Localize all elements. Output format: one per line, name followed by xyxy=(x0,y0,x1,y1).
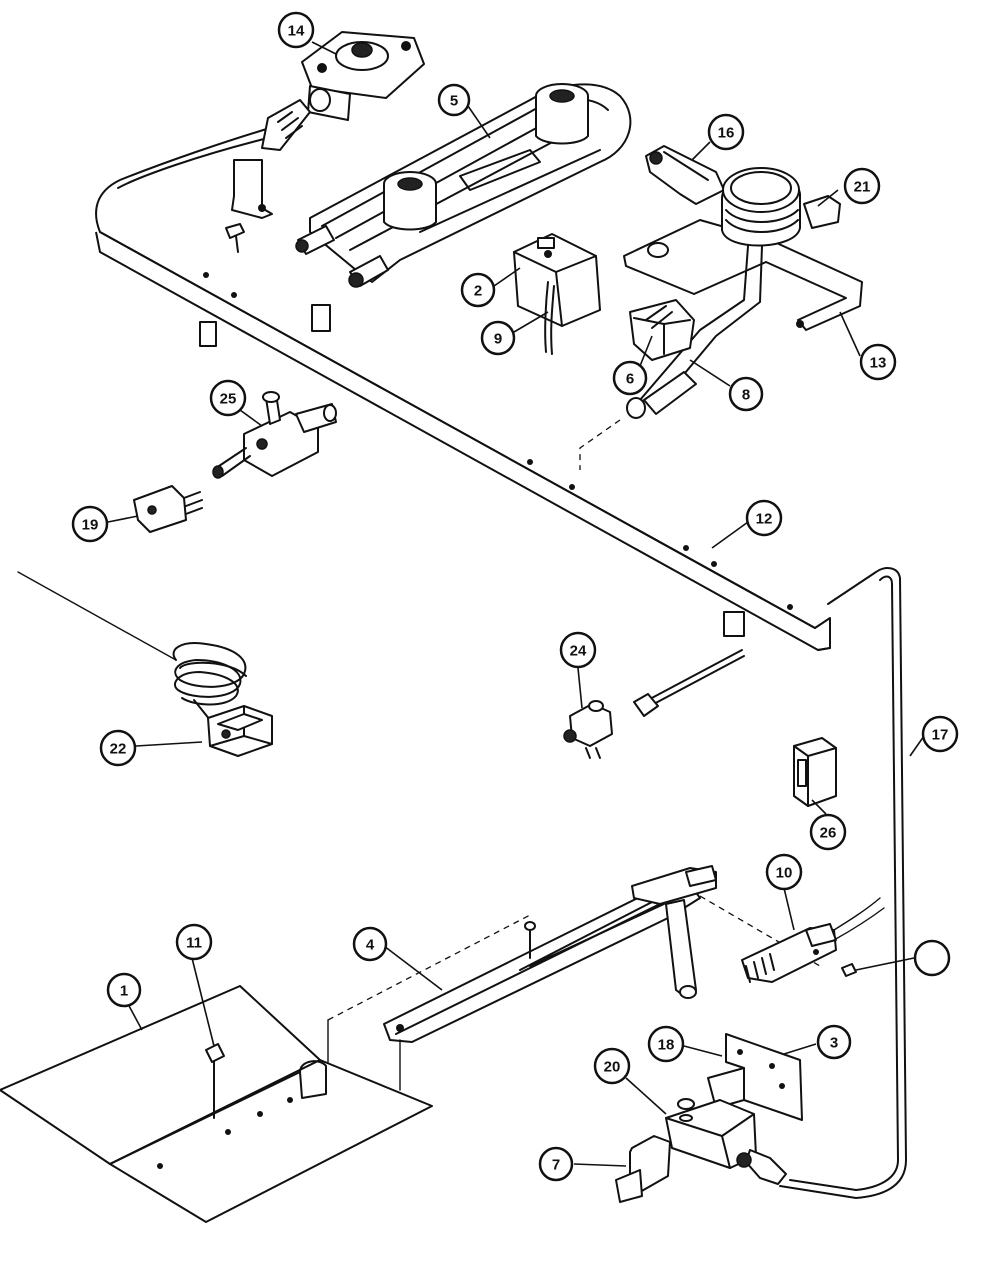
callout-21: 22 xyxy=(99,729,137,767)
callout-11: 11 xyxy=(175,923,213,961)
callout-label: 12 xyxy=(756,511,773,528)
callout-20: 21 xyxy=(843,167,881,205)
callout-12: 12 xyxy=(745,499,783,537)
callout-label: 20 xyxy=(604,1059,621,1076)
relay xyxy=(793,737,837,807)
top-burner-assembly xyxy=(295,83,632,288)
callout-label: 9 xyxy=(494,331,502,348)
callout-label: 19 xyxy=(82,517,99,534)
valve-bracket xyxy=(707,1033,803,1121)
callout-label: 18 xyxy=(658,1037,675,1054)
callout-label: 25 xyxy=(220,391,237,408)
callout-5: 5 xyxy=(437,83,471,117)
callout-label: 5 xyxy=(450,93,458,110)
spark-module xyxy=(513,233,601,355)
manifold-bracket-right xyxy=(723,611,745,637)
callout-label: 6 xyxy=(626,371,634,388)
manifold-bracket-mid xyxy=(311,304,331,332)
callout-3: 3 xyxy=(816,1024,852,1060)
oven-ignitor xyxy=(741,897,885,983)
callout-label: 24 xyxy=(570,643,587,660)
connection-line-burner xyxy=(327,913,533,1021)
callout-label: 16 xyxy=(718,125,735,142)
callout-18: 18 xyxy=(647,1025,685,1063)
callout-label: 17 xyxy=(932,727,949,744)
callout-17: 17 xyxy=(921,715,959,753)
callout-26 xyxy=(913,939,951,977)
callout-label: 22 xyxy=(110,741,127,758)
ignitor-screw xyxy=(841,963,857,977)
callout-8: 8 xyxy=(728,376,764,412)
callout-19: 19 xyxy=(71,505,109,543)
callout-14: 14 xyxy=(277,11,315,49)
broiler-baffle xyxy=(0,985,433,1223)
manifold-clip xyxy=(231,159,273,219)
screw xyxy=(225,223,245,253)
connection-line-regulator xyxy=(579,419,621,470)
leader-lines xyxy=(107,41,925,1167)
callout-23: 24 xyxy=(559,631,597,669)
callout-label: 13 xyxy=(870,355,887,372)
callout-label: 1 xyxy=(120,983,128,1000)
callout-label: 7 xyxy=(552,1157,560,1174)
callout-22: 20 xyxy=(593,1047,631,1085)
callout-label: 14 xyxy=(288,23,305,40)
valve-switch xyxy=(133,485,203,533)
pressure-regulator xyxy=(623,167,863,419)
thermostat-clip xyxy=(645,145,725,205)
callout-9: 9 xyxy=(480,320,516,356)
burner-valve xyxy=(212,391,337,479)
top-valve xyxy=(261,31,425,151)
callout-6: 6 xyxy=(612,360,648,396)
callout-7: 7 xyxy=(538,1146,574,1182)
valve-mount-bracket xyxy=(615,1135,671,1203)
callout-25: 26 xyxy=(809,813,847,851)
callout-label: 8 xyxy=(742,387,750,404)
safety-valve xyxy=(563,700,613,759)
callout-label: 3 xyxy=(830,1035,838,1052)
oven-thermostat xyxy=(17,571,273,757)
callout-label: 4 xyxy=(366,937,375,954)
callout-label: 11 xyxy=(186,935,202,952)
ignitor-bolt xyxy=(633,649,745,717)
callout-10: 10 xyxy=(765,853,803,891)
callout-label: 26 xyxy=(820,825,837,842)
callout-13: 13 xyxy=(859,343,897,381)
manifold-bracket-left xyxy=(199,321,217,347)
callout-label: 21 xyxy=(854,179,871,196)
callout-label: 10 xyxy=(776,865,793,882)
callout-2: 2 xyxy=(460,272,496,308)
callout-24: 25 xyxy=(209,379,247,417)
callout-label: 2 xyxy=(474,283,482,300)
oven-safety-valve xyxy=(665,1098,787,1185)
manifold-pipe xyxy=(95,127,831,651)
callout-4: 4 xyxy=(352,926,388,962)
oven-burner xyxy=(383,865,717,1043)
oven-gas-tube xyxy=(779,567,907,1199)
callout-1: 1 xyxy=(106,972,142,1008)
callout-16: 16 xyxy=(707,113,745,151)
